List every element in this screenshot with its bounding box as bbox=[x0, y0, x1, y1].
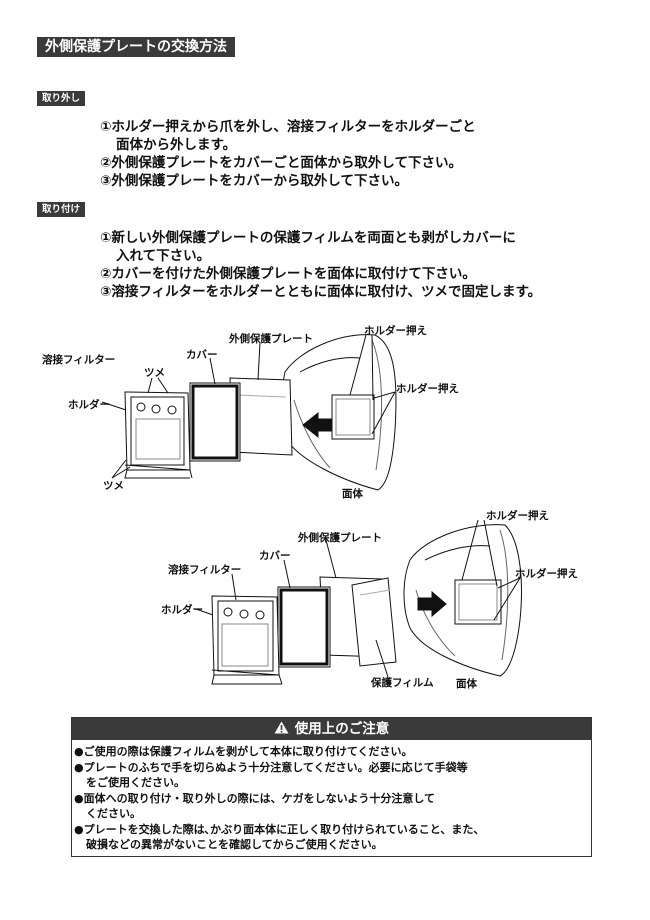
caution-box: 使用上のご注意 ●ご使用の際は保護フィルムを剥がして本体に取り付けてください。 … bbox=[71, 717, 592, 857]
label-holder-press-top-1: ホルダー押え bbox=[364, 325, 427, 337]
removal-steps: ①ホルダー押えから爪を外し、溶接フィルターをホルダーごと 面体から外します。 ②… bbox=[100, 118, 476, 190]
arrow-2 bbox=[417, 590, 447, 618]
caution-line-4: ●プレートを交換した際は､かぶり面本体に正しく取り付けられていること、また、 bbox=[74, 822, 485, 836]
label-cover-2: カバー bbox=[259, 550, 291, 562]
caution-line-2-cont: をご使用ください。 bbox=[86, 776, 185, 789]
label-mask-1: 面体 bbox=[342, 488, 363, 500]
label-holder-press-right-1: ホルダー押え bbox=[396, 383, 459, 395]
attach-tag: 取り付け bbox=[37, 202, 86, 217]
attach-step-1: ①新しい外側保護プレートの保護フィルムを両面とも剥がしカバーに bbox=[100, 230, 516, 246]
cover-1 bbox=[189, 382, 241, 462]
caution-line-1: ●ご使用の際は保護フィルムを剥がして本体に取り付けてください。 bbox=[74, 745, 413, 758]
label-holder-press-top-2: ホルダー押え bbox=[486, 510, 549, 522]
label-mask-2: 面体 bbox=[456, 678, 477, 690]
label-cover-1: カバー bbox=[186, 349, 218, 361]
label-plate-2: 外側保護プレート bbox=[298, 532, 382, 544]
caution-line-4-cont: 破損などの異常がないことを確認してからご使用ください。 bbox=[86, 838, 383, 851]
warning-icon bbox=[274, 721, 289, 734]
label-tsume-top-1: ツメ bbox=[144, 367, 165, 379]
arrow-1 bbox=[302, 411, 333, 439]
attach-step-1-cont: 入れて下さい。 bbox=[116, 248, 211, 264]
caution-line-3-cont: ください。 bbox=[86, 807, 141, 820]
label-filter-1: 溶接フィルター bbox=[42, 354, 116, 366]
caution-header: 使用上のご注意 bbox=[72, 718, 591, 740]
label-tsume-bottom-1: ツメ bbox=[103, 480, 124, 492]
label-holder-press-right-2: ホルダー押え bbox=[515, 568, 578, 580]
caution-heading: 使用上のご注意 bbox=[294, 721, 390, 737]
caution-line-2: ●プレートのふちで手を切らぬよう十分注意してください。必要に応じて手袋等 bbox=[74, 760, 468, 774]
label-holder-2: ホルダー bbox=[161, 604, 203, 616]
removal-step-3: ③外側保護プレートをカバーから取外して下さい。 bbox=[100, 173, 409, 189]
removal-step-1: ①ホルダー押えから爪を外し、溶接フィルターをホルダーごと bbox=[100, 119, 476, 135]
attach-steps: ①新しい外側保護プレートの保護フィルムを両面とも剥がしカバーに 入れて下さい。 … bbox=[100, 229, 541, 301]
caution-body: ●ご使用の際は保護フィルムを剥がして本体に取り付けてください。 ●プレートのふち… bbox=[72, 740, 591, 853]
removal-step-1-cont: 面体から外します。 bbox=[116, 137, 237, 153]
label-filter-2: 溶接フィルター bbox=[168, 564, 242, 576]
mask-window-1 bbox=[331, 394, 375, 440]
filter-1 bbox=[130, 396, 185, 466]
film-2 bbox=[351, 577, 397, 667]
label-holder-1: ホルダー bbox=[68, 399, 110, 411]
caution-line-3: ●面体への取り付け・取り外しの際には、ケガをしないよう十分注意して bbox=[74, 791, 436, 805]
label-film-2: 保護フィルム bbox=[371, 677, 434, 689]
mask-window-2 bbox=[454, 579, 502, 625]
attach-step-3: ③溶接フィルターをホルダーとともに面体に取付け、ツメで固定します。 bbox=[100, 284, 542, 300]
cover-2 bbox=[277, 586, 331, 668]
filter-2 bbox=[217, 600, 274, 672]
removal-step-2: ②外側保護プレートをカバーごと面体から取外して下さい。 bbox=[100, 155, 463, 171]
removal-tag: 取り外し bbox=[37, 91, 86, 106]
page-title: 外側保護プレートの交換方法 bbox=[37, 37, 235, 57]
label-plate-1: 外側保護プレート bbox=[229, 333, 313, 345]
attach-step-2: ②カバーを付けた外側保護プレートを面体に取付けて下さい。 bbox=[100, 266, 476, 282]
